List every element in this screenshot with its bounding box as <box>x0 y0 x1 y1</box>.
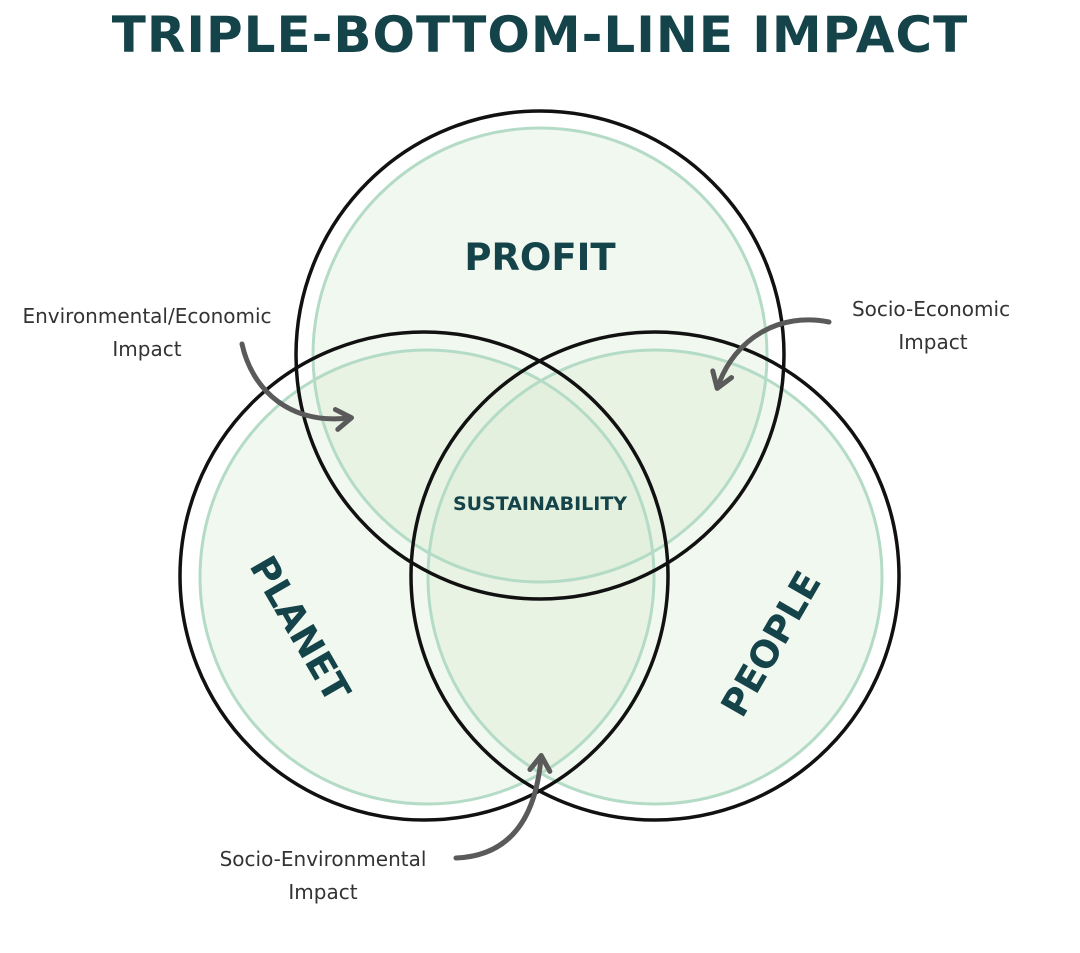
profit-circle-fill <box>313 128 767 582</box>
callout-socio-economic: Socio-Economic Impact <box>710 297 1010 391</box>
callout-socio-environmental: Socio-Environmental Impact <box>220 753 553 904</box>
callout-environmental-economic: Environmental/Economic Impact <box>22 304 354 432</box>
circle-inner-rings <box>198 126 884 806</box>
callout-environmental-economic-line2: Impact <box>112 337 181 361</box>
socio-environmental-arrow <box>453 753 553 861</box>
sustainability-label: SUSTAINABILITY <box>453 493 627 515</box>
profit-label: PROFIT <box>464 236 616 279</box>
circle-fills <box>200 128 882 804</box>
people-outer-ring <box>409 330 901 822</box>
callout-environmental-economic-line1: Environmental/Economic <box>22 304 271 328</box>
environmental-economic-arrow <box>239 341 354 432</box>
callout-socio-environmental-line2: Impact <box>288 880 357 904</box>
circle-outer-rings <box>178 109 901 822</box>
callout-socio-economic-line2: Impact <box>898 330 967 354</box>
profit-outer-ring <box>294 109 786 601</box>
planet-outer-ring <box>178 330 670 822</box>
planet-inner-ring <box>198 348 656 806</box>
callout-socio-economic-line1: Socio-Economic <box>852 297 1010 321</box>
callout-socio-environmental-line1: Socio-Environmental <box>220 847 427 871</box>
socio-economic-arrow <box>710 317 832 391</box>
diagram-title: TRIPLE-BOTTOM-LINE IMPACT <box>111 6 969 64</box>
people-inner-ring <box>426 348 884 806</box>
profit-inner-ring <box>311 126 769 584</box>
